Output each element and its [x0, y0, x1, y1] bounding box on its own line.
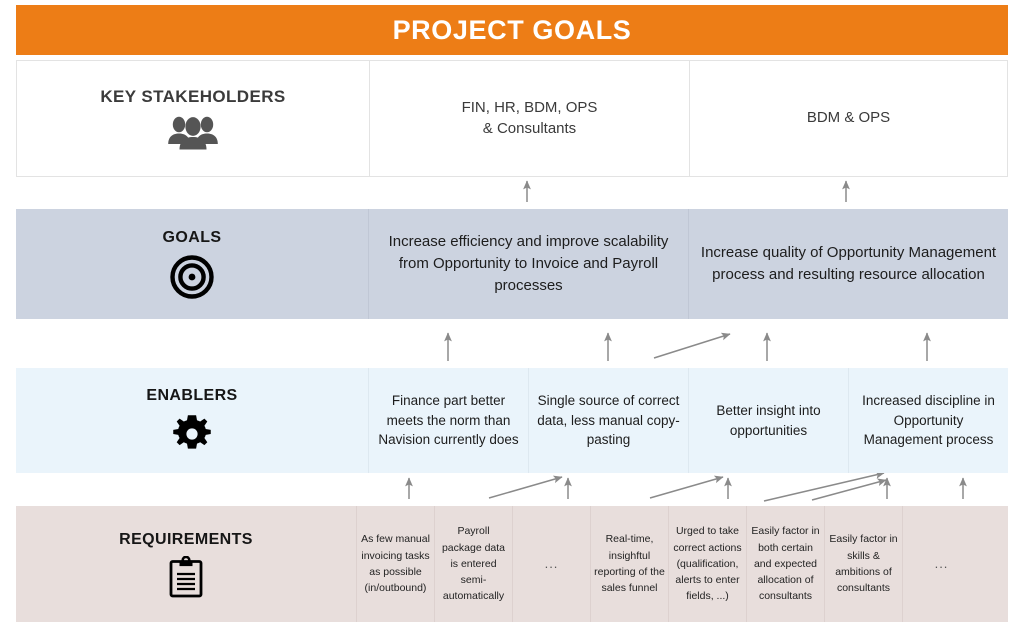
row-label-text: KEY STAKEHOLDERS: [100, 86, 286, 106]
bullseye-target-icon: [170, 255, 214, 299]
clipboard-icon: [169, 555, 203, 597]
stakeholders-cell-1-line2: & Consultants: [482, 119, 577, 137]
row-enablers: ENABLERS Finance part better meets the n…: [16, 368, 1008, 473]
row-label-text: GOALS: [162, 229, 222, 246]
arrow-enablers-diag-1: [488, 475, 563, 499]
enablers-cell-1: Finance part better meets the norm than …: [368, 368, 528, 473]
row-label-requirements: REQUIREMENTS: [16, 506, 356, 622]
row-label-text: REQUIREMENTS: [119, 530, 253, 548]
stakeholders-cell-1-line1: FIN, HR, BDM, OPS: [461, 99, 598, 117]
enablers-cell-3: Better insight into opportunities: [688, 368, 848, 473]
row-label-enablers: ENABLERS: [16, 368, 368, 473]
gear-icon: [173, 414, 211, 449]
row-requirements: REQUIREMENTS As few manual invoicing tas…: [16, 506, 1008, 622]
arrow-enablers-diag-3: [763, 471, 885, 502]
requirements-cell-1: As few manual invoicing tasks as possibl…: [356, 506, 434, 622]
group-people-icon: [168, 116, 218, 149]
goals-cell-1: Increase efficiency and improve scalabil…: [368, 209, 688, 319]
enablers-cell-2: Single source of correct data, less manu…: [528, 368, 688, 473]
requirements-cell-7: Easily factor in skills & ambitions of c…: [824, 506, 902, 622]
row-label-goals: GOALS: [16, 209, 368, 319]
row-goals: GOALS Increase efficiency and improve sc…: [16, 209, 1008, 319]
arrow-goals-diag-1: [653, 332, 731, 359]
row-label-key-stakeholders: KEY STAKEHOLDERS: [17, 61, 369, 176]
requirements-cell-8: ...: [902, 506, 980, 622]
requirements-cell-5: Urged to take correct actions (qualifica…: [668, 506, 746, 622]
requirements-cell-4: Real-time, insighftul reporting of the s…: [590, 506, 668, 622]
requirements-cell-6: Easily factor in both certain and expect…: [746, 506, 824, 622]
row-label-text: ENABLERS: [146, 386, 238, 404]
stakeholders-cell-2: BDM & OPS: [689, 61, 1007, 176]
page-title: PROJECT GOALS: [392, 14, 632, 45]
goals-cell-2: Increase quality of Opportunity Manageme…: [688, 209, 1008, 319]
stakeholders-cell-1: FIN, HR, BDM, OPS & Consultants: [369, 61, 689, 176]
requirements-cell-2: Payroll package data is entered semi-aut…: [434, 506, 512, 622]
arrow-enablers-diag-4: [811, 478, 887, 501]
row-key-stakeholders: KEY STAKEHOLDERS FIN, HR, BDM, OPS & Con…: [16, 60, 1008, 177]
page-title-bar: PROJECT GOALS: [16, 5, 1008, 55]
arrow-enablers-diag-2: [649, 475, 724, 499]
requirements-cell-3: ...: [512, 506, 590, 622]
enablers-cell-4: Increased discipline in Opportunity Mana…: [848, 368, 1008, 473]
